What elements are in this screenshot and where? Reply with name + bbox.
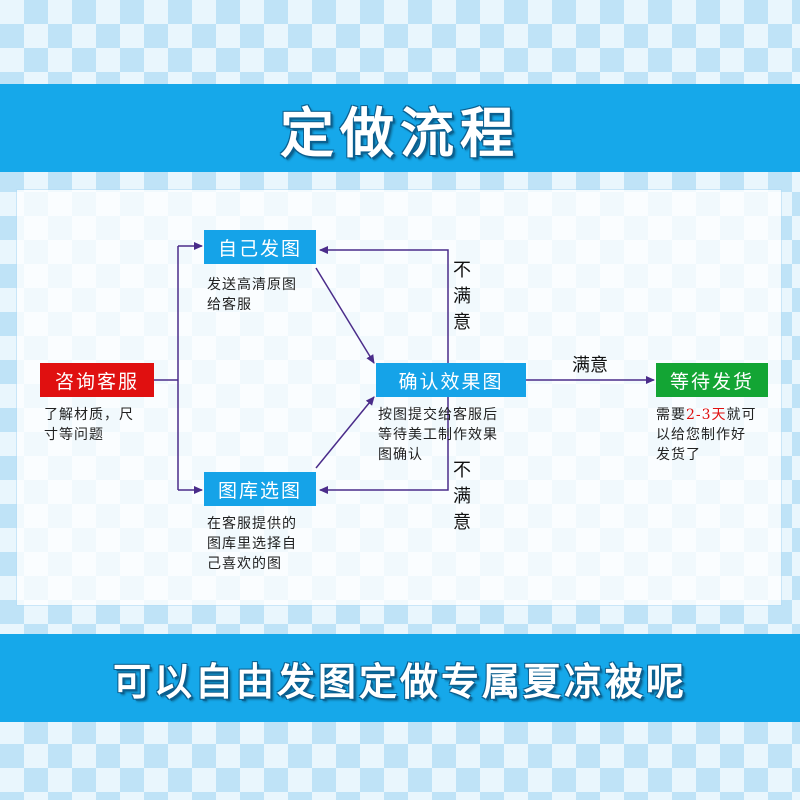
ship-desc-post: 就可	[726, 407, 757, 423]
arrow-unsatisfied-top	[319, 246, 449, 363]
label-char: 满	[453, 286, 471, 307]
label-satisfied: 满意	[572, 355, 608, 376]
step-confirm-desc: 按图提交给客服后 等待美工制作效果 图确认	[378, 405, 538, 465]
step-consult-desc-line: 寸等问题	[44, 427, 104, 443]
step-library-label: 图库选图	[217, 479, 302, 502]
step-consult-box: 咨询客服	[40, 363, 154, 397]
step-send-label: 自己发图	[217, 237, 302, 260]
step-ship-desc: 需要2-3天就可 以给您制作好 发货了	[656, 405, 781, 465]
step-library-box: 图库选图	[204, 472, 316, 506]
step-ship-box: 等待发货	[656, 363, 768, 397]
step-library-desc-line: 在客服提供的	[207, 516, 297, 532]
step-send-box: 自己发图	[204, 230, 316, 264]
step-confirm-box: 确认效果图	[376, 363, 526, 397]
footer-banner: 可以自由发图定做专属夏凉被呢	[0, 634, 800, 722]
step-library-desc-line: 己喜欢的图	[207, 556, 282, 572]
step-library-desc-line: 图库里选择自	[207, 536, 297, 552]
label-char: 满	[453, 486, 471, 507]
ship-desc-pre: 需要	[656, 407, 686, 423]
label-char: 意	[453, 512, 471, 533]
label-char: 意	[453, 312, 471, 333]
arrow-send-to-confirm	[315, 267, 375, 364]
label-char: 不	[453, 260, 471, 281]
step-ship-desc-line: 以给您制作好	[656, 427, 746, 443]
flow-panel	[17, 190, 781, 605]
step-confirm-desc-line: 等待美工制作效果	[378, 427, 498, 443]
step-send-desc-line: 给客服	[207, 297, 252, 313]
arrow-unsatisfied-bottom	[319, 397, 449, 494]
step-confirm-label: 确认效果图	[398, 370, 504, 393]
page-title: 定做流程	[280, 101, 520, 165]
step-confirm-desc-line: 图确认	[378, 447, 423, 463]
step-ship-desc-line: 需要2-3天就可	[656, 405, 781, 425]
title-banner: 定做流程	[0, 84, 800, 172]
footer-slogan: 可以自由发图定做专属夏凉被呢	[112, 659, 687, 704]
step-confirm-desc-line: 按图提交给客服后	[378, 407, 498, 423]
label-unsatisfied-top: 不 满 意	[451, 258, 473, 336]
step-consult-desc: 了解材质，尺 寸等问题	[44, 405, 164, 445]
step-send-desc-line: 发送高清原图	[207, 277, 297, 293]
step-consult-label: 咨询客服	[54, 370, 139, 393]
step-library-desc: 在客服提供的 图库里选择自 己喜欢的图	[207, 514, 337, 574]
label-unsatisfied-bottom: 不 满 意	[451, 458, 473, 536]
ship-desc-highlight: 2-3天	[686, 407, 727, 423]
arrow-library-to-confirm	[315, 396, 375, 469]
label-char: 不	[453, 460, 471, 481]
step-ship-desc-line: 发货了	[656, 447, 701, 463]
step-send-desc: 发送高清原图 给客服	[207, 275, 337, 315]
step-ship-label: 等待发货	[669, 370, 754, 393]
step-consult-desc-line: 了解材质，尺	[44, 407, 134, 423]
